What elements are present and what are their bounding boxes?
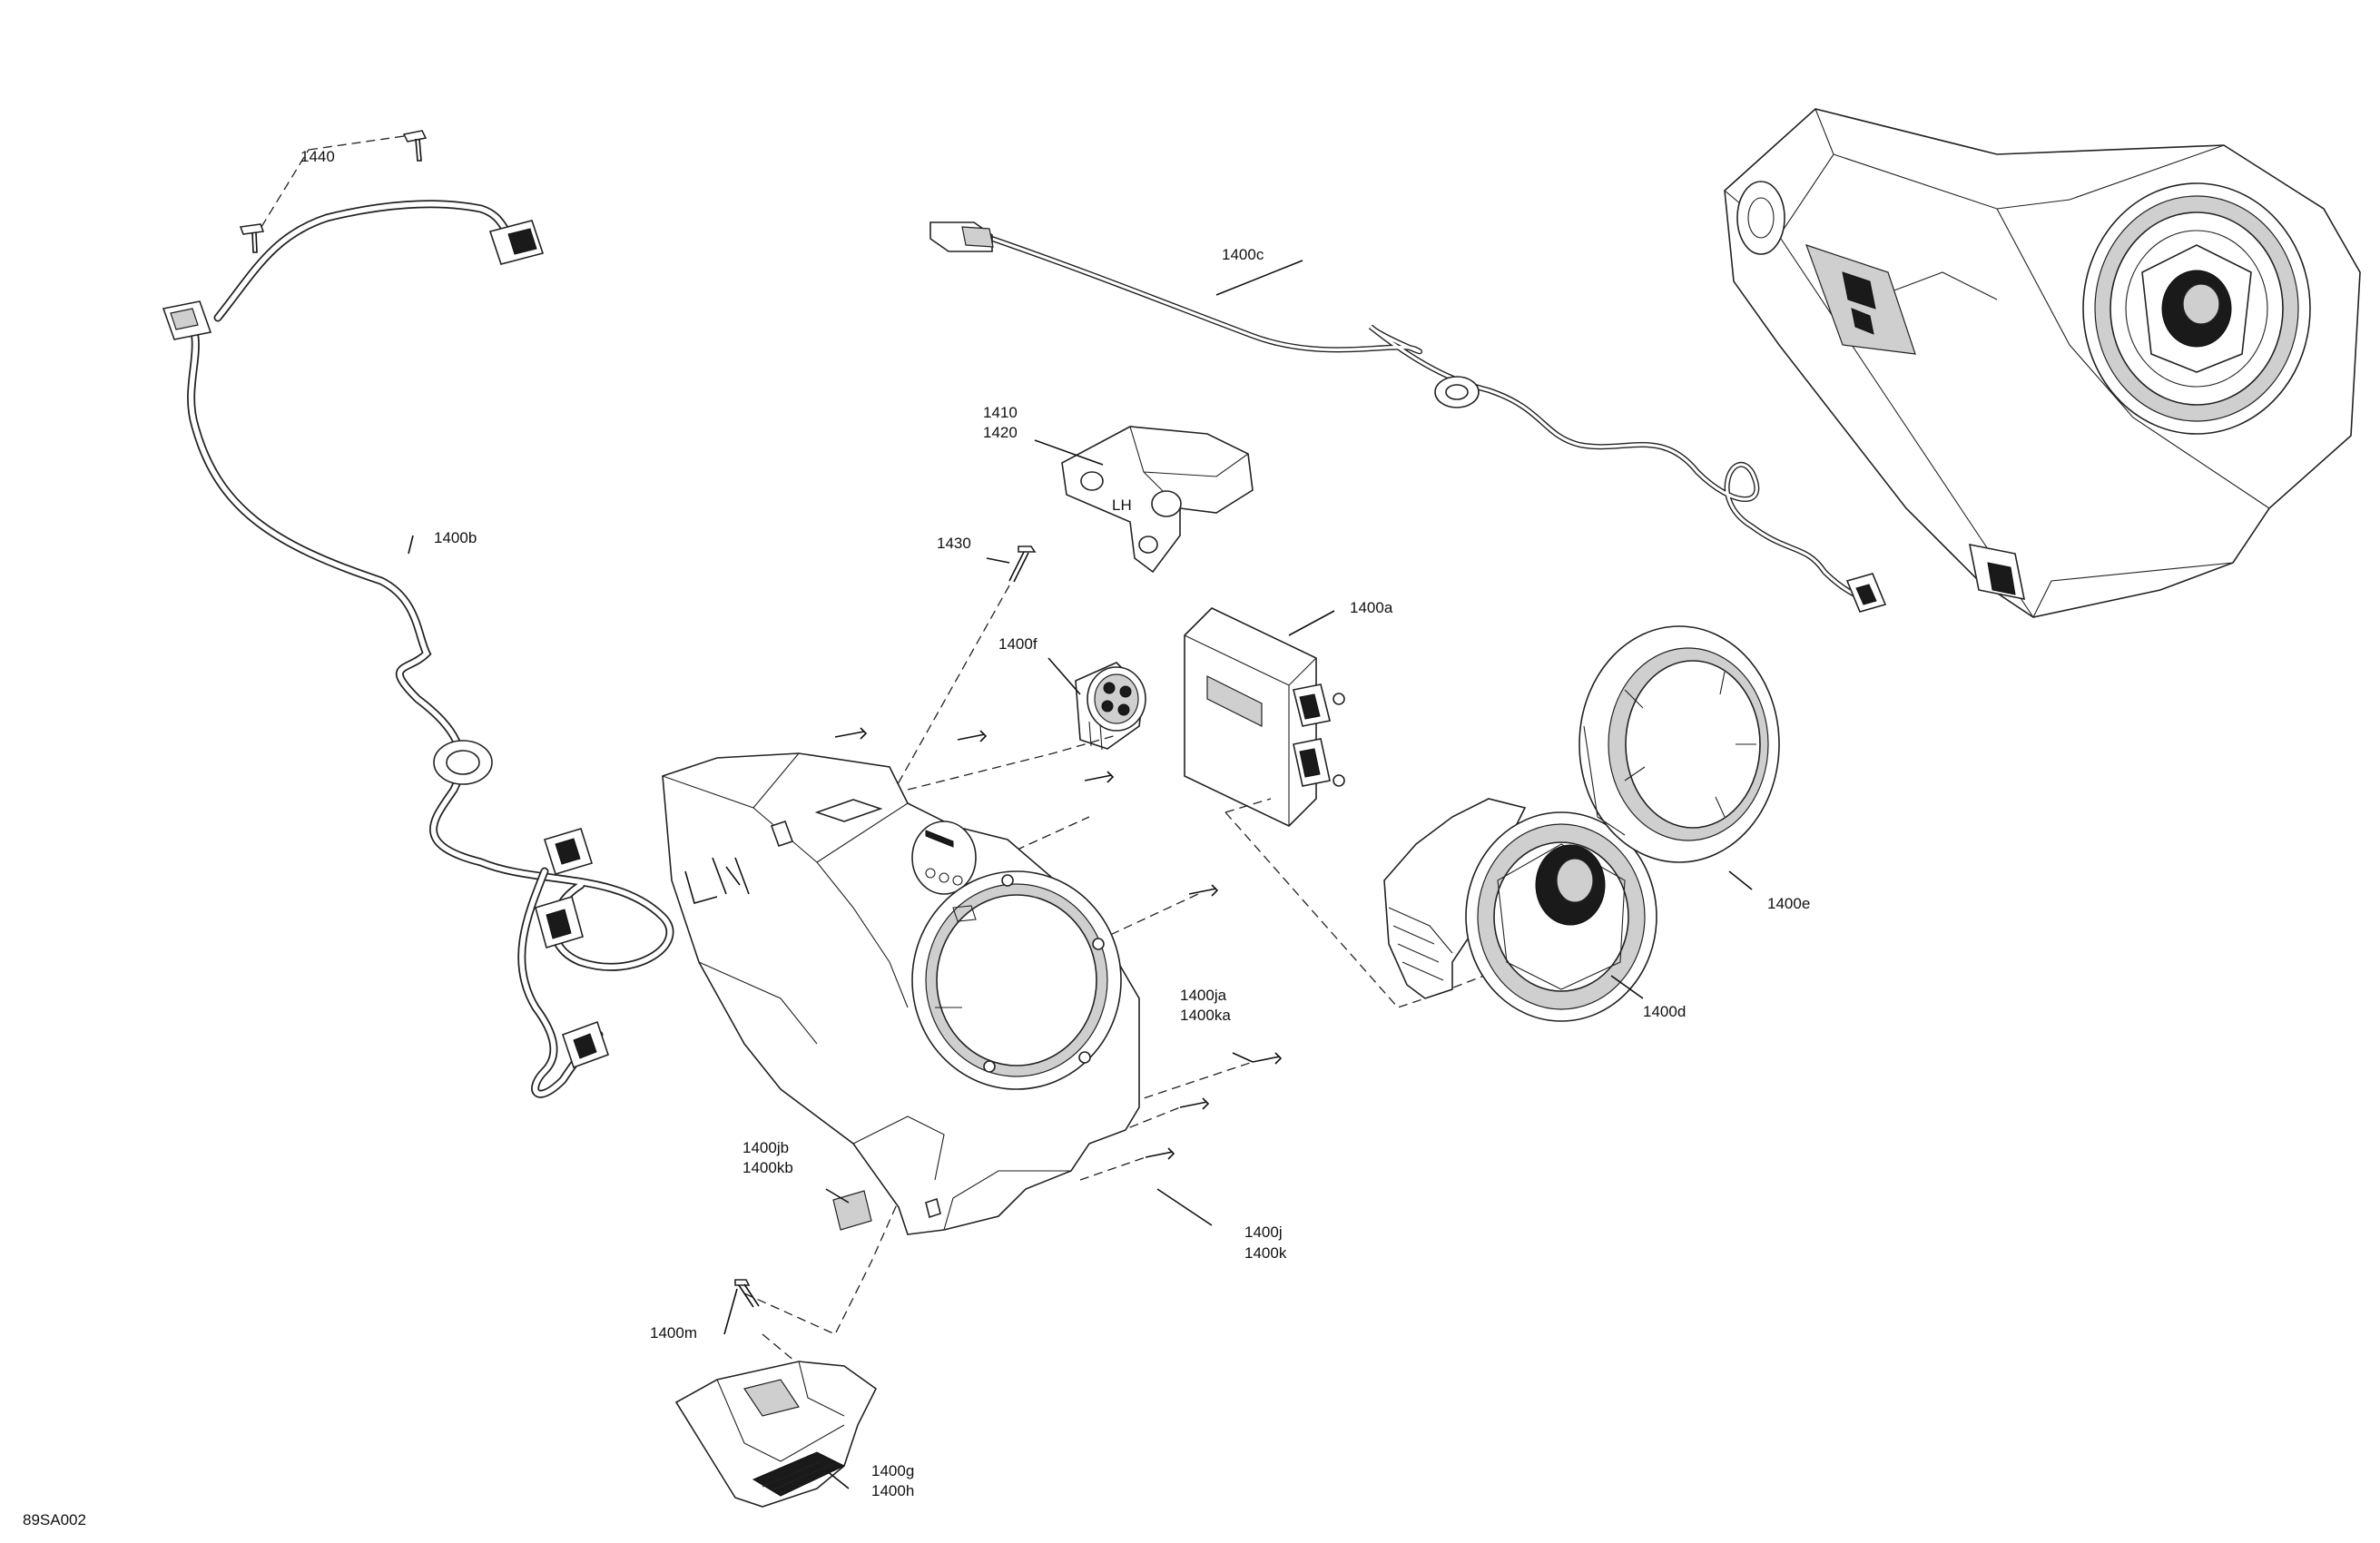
wiring-harness-part-1400b [162, 200, 674, 1098]
push-rivet-part-1440 [239, 130, 428, 253]
callout-1440: 1440 [300, 148, 335, 165]
callout-1400h: 1400h [871, 1482, 914, 1499]
trim-ring-part-1400e [1578, 625, 1780, 863]
screw-part-1400m [734, 1279, 760, 1308]
figure-code: 89SA002 [23, 1511, 86, 1528]
pad-part-1400jb [832, 1190, 872, 1231]
callout-1400j: 1400j [1244, 1224, 1283, 1241]
speaker-pod-assembly-view [1724, 108, 2361, 618]
callout-1410: 1410 [983, 404, 1018, 421]
callout-1400b: 1400b [434, 529, 477, 546]
callout-1400f: 1400f [998, 635, 1038, 653]
callout-labels: 1440 1400b 1400c 1410 1420 1430 1400a 14… [23, 148, 1810, 1528]
callout-1400m: 1400m [650, 1324, 697, 1342]
callout-1400c: 1400c [1222, 246, 1264, 263]
callout-1400kb: 1400kb [743, 1159, 793, 1176]
control-knob-part-1400f [1075, 662, 1146, 751]
callout-1400jb: 1400jb [743, 1139, 789, 1156]
leader-lines [408, 260, 1753, 1489]
callout-1420: 1420 [983, 424, 1018, 441]
callout-1400g: 1400g [871, 1462, 914, 1479]
callout-1400k: 1400k [1244, 1244, 1287, 1262]
callout-1400ka: 1400ka [1180, 1007, 1231, 1024]
callout-1400d: 1400d [1643, 1003, 1686, 1020]
speaker-part-1400d [1383, 798, 1657, 1022]
fastener-screws [834, 727, 1283, 1160]
amplifier-part-1400a [1184, 607, 1345, 827]
callout-1430: 1430 [937, 535, 971, 552]
bracket-part-1410: LH [1061, 426, 1254, 574]
callout-1400e: 1400e [1767, 895, 1810, 912]
screw-part-1430 [1008, 545, 1037, 583]
lh-speaker-panel-part [662, 752, 1140, 1235]
cable-part-1400c [929, 221, 1887, 613]
callout-1400ja: 1400ja [1180, 987, 1227, 1004]
lower-grille-part-1400g [674, 1361, 878, 1508]
callout-1400a: 1400a [1350, 599, 1393, 616]
svg-text:LH: LH [1112, 496, 1132, 514]
